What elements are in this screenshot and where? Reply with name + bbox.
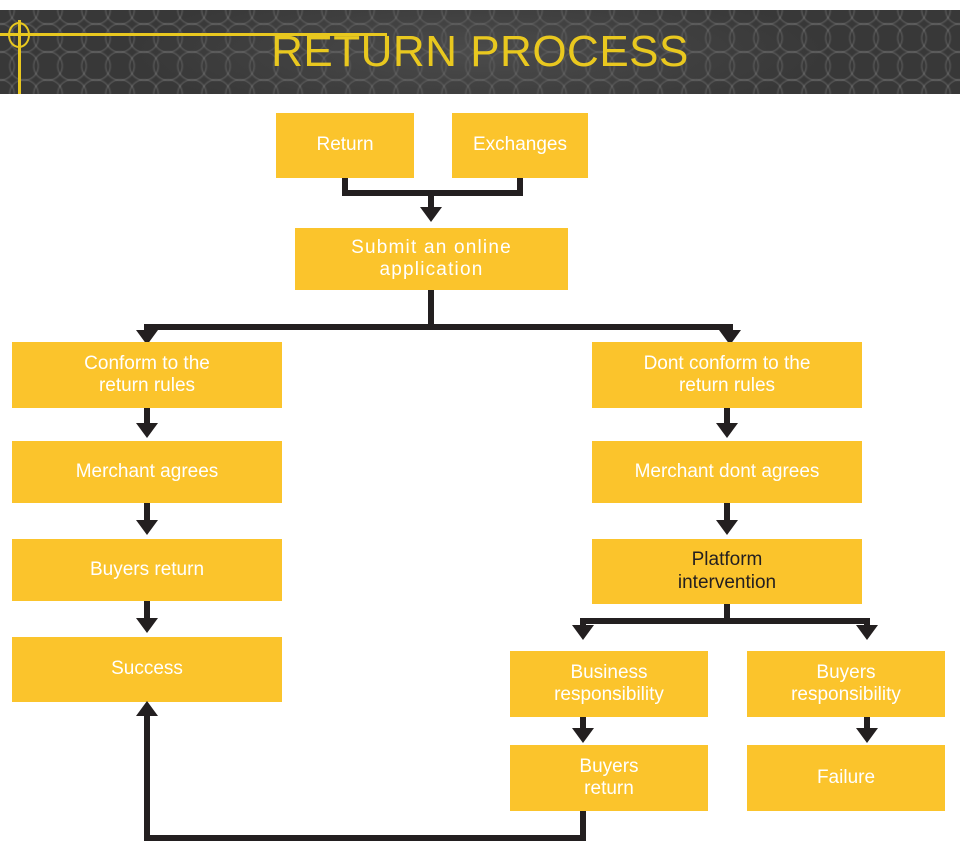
connector-split-bar-platform	[580, 618, 870, 624]
connector-split-platform-right-drop	[864, 618, 870, 628]
arrow-to-buyers-return-bottom-icon	[572, 728, 594, 743]
connector-buyers-return-to-success	[144, 601, 150, 622]
node-buyers-return-left-label: Buyers return	[89, 558, 205, 580]
arrow-to-buyers-return-left-icon	[136, 520, 158, 535]
connector-buyers-responsibility-to-failure	[864, 717, 870, 731]
crosshair-circle-icon	[8, 22, 30, 48]
arrow-to-submit-application-icon	[420, 207, 442, 222]
connector-dont-conform-to-merchant-dont-agrees	[724, 408, 730, 428]
node-business-responsibility-label-line1: Business	[570, 661, 648, 683]
arrow-to-merchant-agrees-icon	[136, 423, 158, 438]
node-merchant-dont-agrees-label: Merchant dont agrees	[634, 460, 820, 482]
connector-business-to-buyers-return-bottom	[580, 717, 586, 731]
header-vignette	[0, 10, 960, 94]
node-merchant-agrees[interactable]: Merchant agrees	[12, 441, 282, 503]
page-title: RETURN PROCESS	[271, 27, 689, 76]
connector-return-stem	[342, 178, 348, 196]
arrow-to-merchant-dont-agrees-icon	[716, 423, 738, 438]
arrow-to-platform-intervention-icon	[716, 520, 738, 535]
node-exchanges-label: Exchanges	[472, 134, 567, 156]
node-failure-label: Failure	[816, 766, 876, 788]
connector-submit-stem	[428, 290, 434, 330]
node-buyers-responsibility[interactable]: Buyers responsibility	[747, 651, 945, 717]
node-merchant-dont-agrees[interactable]: Merchant dont agrees	[592, 441, 862, 503]
node-submit-application-label-line2: application	[379, 259, 484, 280]
node-success-label: Success	[111, 658, 183, 680]
connector-split-bar-main	[144, 324, 733, 330]
connector-exchanges-stem	[517, 178, 523, 196]
connector-merchant-agrees-to-buyers-return	[144, 503, 150, 524]
node-conform-rules[interactable]: Conform to the return rules	[12, 342, 282, 408]
node-submit-application[interactable]: Submit an online application	[295, 228, 568, 290]
arrow-to-success-icon	[136, 618, 158, 633]
node-conform-rules-label-line2: return rules	[98, 375, 196, 396]
node-exchanges[interactable]: Exchanges	[452, 113, 588, 178]
crosshair-horizontal-line-icon	[0, 33, 387, 36]
node-return-label: Return	[316, 134, 374, 156]
node-platform-intervention[interactable]: Platform intervention	[592, 539, 862, 604]
node-dont-conform-rules-label-line2: return rules	[678, 375, 776, 396]
node-buyers-responsibility-label-line1: Buyers	[816, 661, 876, 683]
node-success[interactable]: Success	[12, 637, 282, 702]
connector-feedback-up	[144, 715, 150, 837]
arrow-to-business-responsibility-icon	[572, 625, 594, 640]
arrow-feedback-to-success-icon	[136, 701, 158, 716]
connector-merge-drop	[428, 190, 434, 212]
node-business-responsibility-label-line2: responsibility	[554, 684, 664, 705]
node-platform-intervention-label-line2: intervention	[677, 571, 777, 593]
node-return[interactable]: Return	[276, 113, 414, 178]
node-platform-intervention-label-line1: Platform	[691, 549, 763, 571]
connector-feedback-horizontal	[144, 835, 586, 841]
node-business-responsibility[interactable]: Business responsibility	[510, 651, 708, 717]
connector-feedback-down	[580, 811, 586, 841]
crosshair-vertical-line-icon	[18, 20, 21, 94]
node-conform-rules-label-line1: Conform to the	[84, 352, 210, 374]
node-merchant-agrees-label: Merchant agrees	[75, 460, 219, 482]
node-buyers-return-left[interactable]: Buyers return	[12, 539, 282, 601]
node-buyers-responsibility-label-line2: responsibility	[791, 684, 901, 705]
node-dont-conform-rules[interactable]: Dont conform to the return rules	[592, 342, 862, 408]
node-failure[interactable]: Failure	[747, 745, 945, 811]
arrow-to-buyers-responsibility-icon	[856, 625, 878, 640]
connector-merchant-dont-agrees-to-platform	[724, 503, 730, 524]
node-buyers-return-bottom-label-line2: return	[584, 778, 634, 799]
node-dont-conform-rules-label-line1: Dont conform to the	[643, 352, 811, 374]
node-buyers-return-bottom[interactable]: Buyers return	[510, 745, 708, 811]
page-header: RETURN PROCESS	[0, 10, 960, 94]
arrow-to-dont-conform-rules-icon	[719, 330, 741, 345]
connector-split-platform-left-drop	[580, 618, 586, 628]
connector-conform-to-merchant-agrees	[144, 408, 150, 428]
connector-platform-stem	[724, 604, 730, 624]
node-submit-application-label-line1: Submit an online	[351, 236, 512, 258]
arrow-to-conform-rules-icon	[136, 330, 158, 345]
node-buyers-return-bottom-label-line1: Buyers	[579, 755, 639, 777]
arrow-to-failure-icon	[856, 728, 878, 743]
